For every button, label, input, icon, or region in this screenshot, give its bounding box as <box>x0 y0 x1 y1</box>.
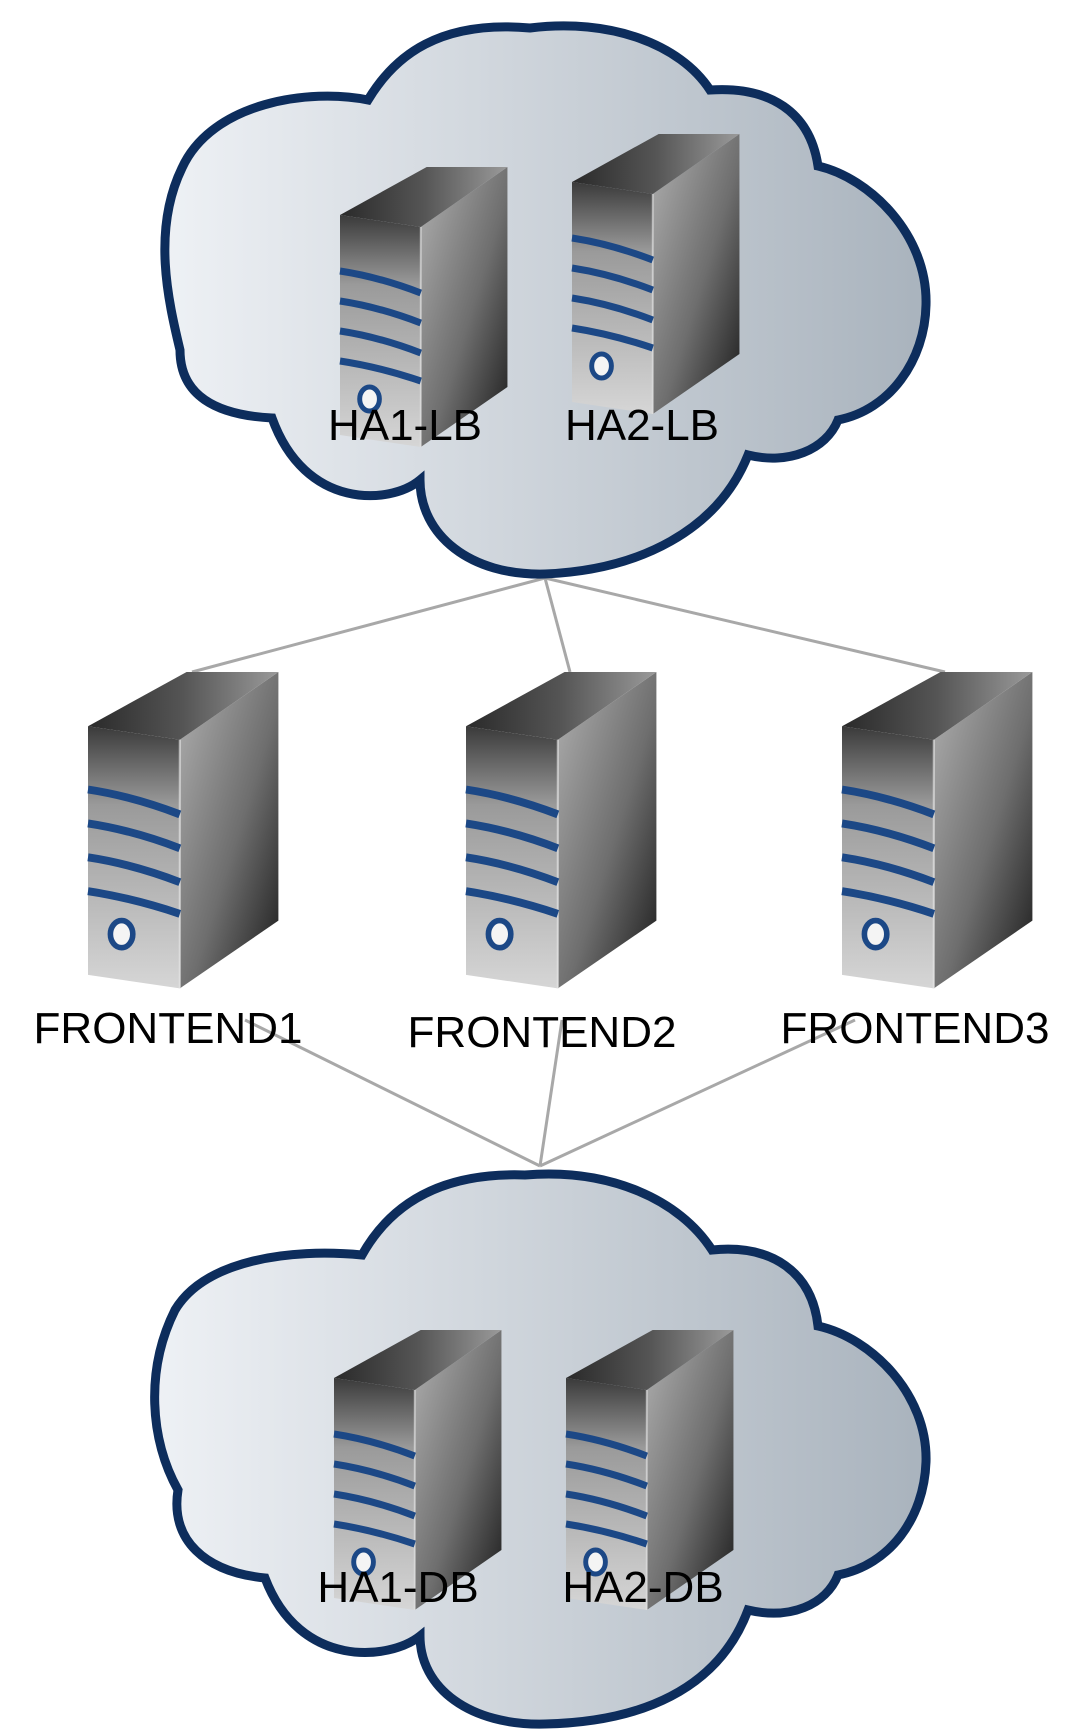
connector-lb-frontend1 <box>191 576 546 674</box>
server-label-frontend2: FRONTEND2 <box>408 1008 677 1057</box>
server-icon <box>842 672 1032 988</box>
database-cloud: HA1-DB HA2-DB <box>150 1169 931 1729</box>
server-label-frontend1: FRONTEND1 <box>34 1004 303 1053</box>
server-label-ha1-db: HA1-DB <box>317 1563 478 1612</box>
load-balancer-cloud: HA1-LB HA2-LB <box>160 21 931 579</box>
server-label-frontend3: FRONTEND3 <box>781 1004 1050 1053</box>
server-label-ha2-lb: HA2-LB <box>565 401 719 450</box>
server-label-ha2-db: HA2-DB <box>562 1563 723 1612</box>
connector-lb-frontend2 <box>543 577 572 673</box>
connector-frontend2-db <box>538 1019 564 1167</box>
server-icon <box>466 672 656 988</box>
server-label-ha1-lb: HA1-LB <box>328 401 482 450</box>
connectors <box>191 576 946 1168</box>
cloud-outline-top <box>160 21 931 579</box>
cloud-outline-bottom <box>150 1169 931 1729</box>
frontend-tier: FRONTEND1 FRONTEND2 FRONTEND3 <box>34 672 1050 1057</box>
connector-frontend1-db <box>244 1018 541 1168</box>
connector-frontend3-db <box>539 1018 856 1168</box>
server-icon <box>88 672 278 988</box>
connector-lb-frontend3 <box>544 576 946 674</box>
